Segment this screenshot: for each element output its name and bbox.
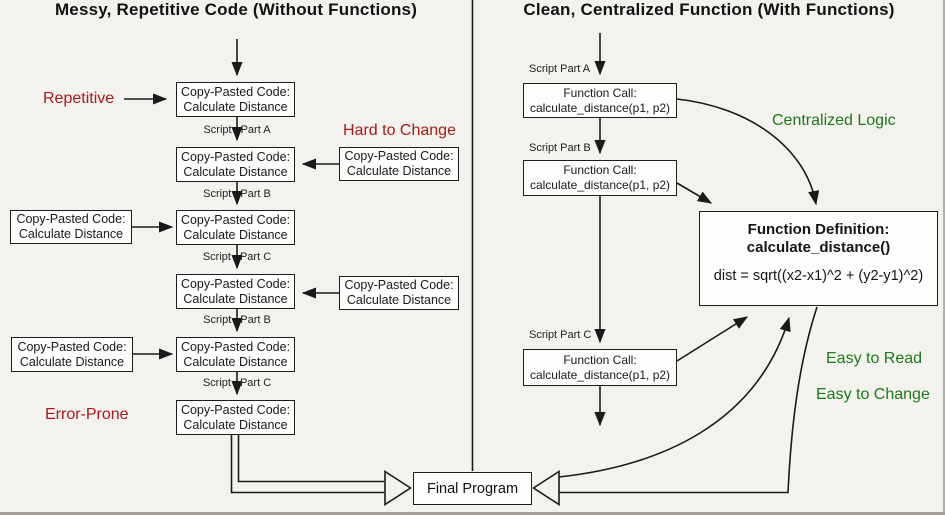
- right-step-label-3: Script Part C: [529, 329, 592, 341]
- function-definition-name: calculate_distance(): [746, 239, 891, 256]
- copy-pasted-box-5: Copy-Pasted Code: Calculate Distance: [176, 337, 295, 372]
- annotation-easy-to-change: Easy to Change: [816, 386, 930, 403]
- copy-pasted-box-4: Copy-Pasted Code: Calculate Distance: [176, 274, 295, 309]
- function-call-box-1: Function Call: calculate_distance(p1, p2…: [523, 83, 677, 118]
- duplicate-box-right-1: Copy-Pasted Code: Calculate Distance: [339, 147, 459, 181]
- annotation-repetitive: Repetitive: [43, 90, 115, 107]
- function-call-box-3: Function Call: calculate_distance(p1, p2…: [523, 349, 677, 386]
- call3-to-definition-arrow: [676, 316, 749, 362]
- duplicate-box-right-2: Copy-Pasted Code: Calculate Distance: [339, 276, 459, 310]
- function-definition-box: Function Definition: calculate_distance(…: [699, 211, 938, 306]
- copy-pasted-box-3: Copy-Pasted Code: Calculate Distance: [176, 210, 295, 245]
- right-output-arrowhead: [532, 470, 560, 506]
- annotation-hard-to-change: Hard to Change: [343, 122, 456, 139]
- distance-formula: dist = sqrt((x2-x1)^2 + (y2-y1)^2): [713, 268, 924, 284]
- copy-pasted-box-2: Copy-Pasted Code: Calculate Distance: [176, 147, 295, 182]
- right-step-label-2: Script Part B: [529, 142, 591, 154]
- call1-to-definition-curve: [676, 98, 820, 206]
- copy-pasted-box-1: Copy-Pasted Code: Calculate Distance: [176, 82, 295, 117]
- program-to-definition-curve: [558, 316, 791, 478]
- left-output-arrowhead: [384, 470, 412, 506]
- final-program-box: Final Program: [413, 472, 532, 505]
- left-output-line-outer: [230, 435, 384, 494]
- function-call-box-2: Function Call: calculate_distance(p1, p2…: [523, 160, 677, 196]
- right-step-label-1: Script Part A: [529, 63, 591, 75]
- call2-to-definition-arrow: [676, 182, 713, 204]
- copy-pasted-box-6: Copy-Pasted Code: Calculate Distance: [176, 400, 295, 435]
- right-panel-title: Clean, Centralized Function (With Functi…: [523, 0, 895, 19]
- definition-output-curve: [559, 306, 818, 494]
- annotation-easy-to-read: Easy to Read: [826, 350, 923, 367]
- annotation-centralized-logic: Centralized Logic: [772, 112, 896, 129]
- left-output-line-inner: [237, 435, 384, 483]
- left-panel-title: Messy, Repetitive Code (Without Function…: [54, 0, 418, 19]
- function-definition-title: Function Definition:: [747, 221, 890, 238]
- duplicate-box-left-1: Copy-Pasted Code: Calculate Distance: [10, 210, 132, 244]
- annotation-error-prone: Error-Prone: [45, 406, 129, 423]
- duplicate-box-left-2: Copy-Pasted Code: Calculate Distance: [11, 337, 133, 372]
